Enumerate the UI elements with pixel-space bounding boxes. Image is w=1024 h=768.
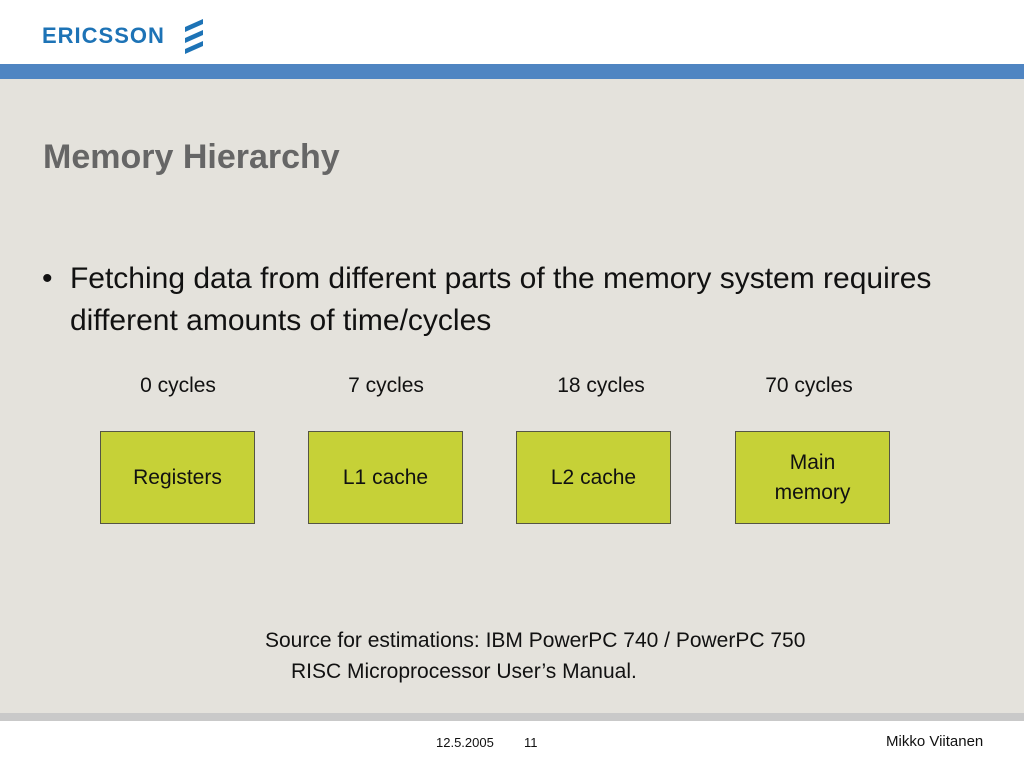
ericsson-logo: ERICSSON: [42, 16, 207, 56]
l1-cache-label: L1 cache: [342, 465, 429, 489]
footer: [0, 721, 1024, 768]
ericsson-logo-icon: [184, 19, 203, 54]
page-number: 11: [524, 735, 538, 750]
slide-body: [0, 79, 1024, 713]
bullet-marker: •: [42, 262, 53, 295]
cycles-label-l1-cache: 7 cycles: [348, 374, 424, 397]
slide-title: Memory Hierarchy: [43, 138, 340, 176]
cycles-label-registers: 0 cycles: [140, 374, 216, 397]
source-note: Source for estimations: IBM PowerPC 740 …: [265, 625, 805, 687]
footer-date: 12.5.2005: [436, 735, 494, 750]
registers-box: Registers: [100, 431, 255, 524]
cycles-label-l2-cache: 18 cycles: [557, 374, 645, 397]
header: ERICSSON: [0, 0, 1024, 64]
header-accent-bar: [0, 64, 1024, 79]
bullet-text: Fetching data from different parts of th…: [69, 262, 932, 337]
main-memory-label: Main memory: [774, 450, 851, 504]
brand-name: ERICSSON: [42, 23, 165, 48]
source-note-line-1: Source for estimations: IBM PowerPC 740 …: [265, 629, 806, 652]
bullet-point: • Fetching data from different parts of …: [42, 258, 972, 342]
l2-cache-box: L2 cache: [516, 431, 671, 524]
footer-divider-bar: [0, 713, 1024, 721]
l2-cache-label: L2 cache: [550, 465, 637, 489]
registers-label: Registers: [133, 465, 222, 489]
cycles-label-main-memory: 70 cycles: [765, 374, 853, 397]
l1-cache-box: L1 cache: [308, 431, 463, 524]
main-memory-box: Main memory: [735, 431, 890, 524]
source-note-line-2: RISC Microprocessor User’s Manual.: [291, 660, 637, 683]
footer-author: Mikko Viitanen: [886, 733, 984, 750]
